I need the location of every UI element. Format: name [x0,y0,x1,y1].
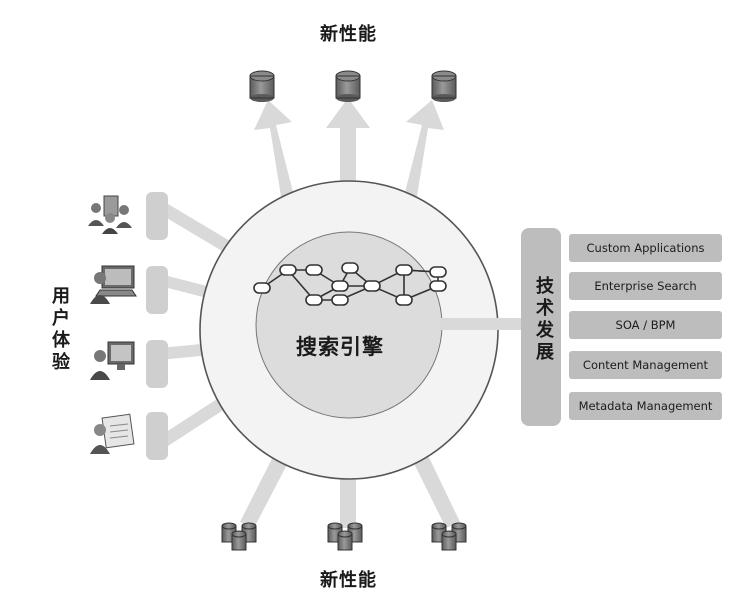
top-arrow-center [326,98,370,210]
inner-circle [255,231,443,419]
database-cluster-icon [431,522,467,551]
left-label: 用户体验 [49,286,70,374]
tech-item-soa-bpm: SOA / BPM [569,311,722,339]
bottom-label: 新性能 [320,570,377,591]
database-cluster-icon [327,522,363,551]
user-laptop-icon [90,265,137,304]
handle-4 [146,412,168,460]
tech-item-custom-applications: Custom Applications [569,234,722,262]
database-icon [431,70,457,102]
user-group-icon [88,195,132,234]
handle-3 [146,340,168,388]
tech-item-content-management: Content Management [569,351,722,379]
database-cluster-icon [221,522,257,551]
user-desktop-icon [90,341,135,380]
tech-bar [521,228,561,426]
database-icon [335,70,361,102]
left-handles [146,192,168,460]
database-icon [249,70,275,102]
handle-1 [146,192,168,240]
handle-2 [146,266,168,314]
tech-item-metadata-management: Metadata Management [569,392,722,420]
right-connector [440,318,524,330]
network-nodes [253,262,447,306]
center-label: 搜索引擎 [296,335,384,359]
tech-item-enterprise-search: Enterprise Search [569,272,722,300]
right-label: 技术发展 [533,276,554,364]
top-label: 新性能 [320,24,377,45]
user-document-icon [90,413,135,454]
